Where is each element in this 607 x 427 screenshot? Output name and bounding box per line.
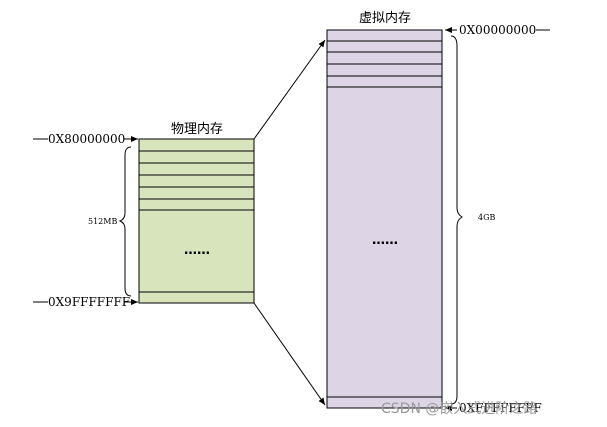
physical-end-pointer: 0X9FFFFFFF <box>33 295 138 309</box>
virtual-memory-title: 虚拟内存 <box>359 10 411 26</box>
physical-memory-rect <box>138 138 255 304</box>
physical-end-addr: 0X9FFFFFFF <box>48 295 130 309</box>
physical-start-pointer: 0X80000000 <box>33 132 138 146</box>
virtual-start-addr: 0X00000000 <box>459 23 536 37</box>
map-arrow-top <box>253 39 326 140</box>
virtual-size-label: 4GB <box>478 213 495 222</box>
virtual-size-brace <box>450 35 463 405</box>
virtual-memory-block: …… <box>326 29 443 409</box>
virtual-ellipsis: …… <box>372 233 398 248</box>
physical-start-addr: 0X80000000 <box>48 132 125 146</box>
virtual-memory-rect <box>326 29 443 409</box>
physical-size-label: 512MB <box>88 217 117 226</box>
watermark: CSDN @嵌入式进阶之路 <box>381 401 537 417</box>
physical-ellipsis: …… <box>184 243 210 258</box>
physical-size-brace <box>118 146 132 297</box>
map-arrow-bottom <box>253 302 326 406</box>
physical-memory-title: 物理内存 <box>171 121 223 137</box>
virtual-end-addr: 0XFFFFFFFF <box>459 401 542 415</box>
physical-memory-block: …… <box>138 138 255 304</box>
virtual-end-pointer: 0XFFFFFFFF <box>445 401 542 415</box>
virtual-start-pointer: 0X00000000 <box>445 23 550 37</box>
